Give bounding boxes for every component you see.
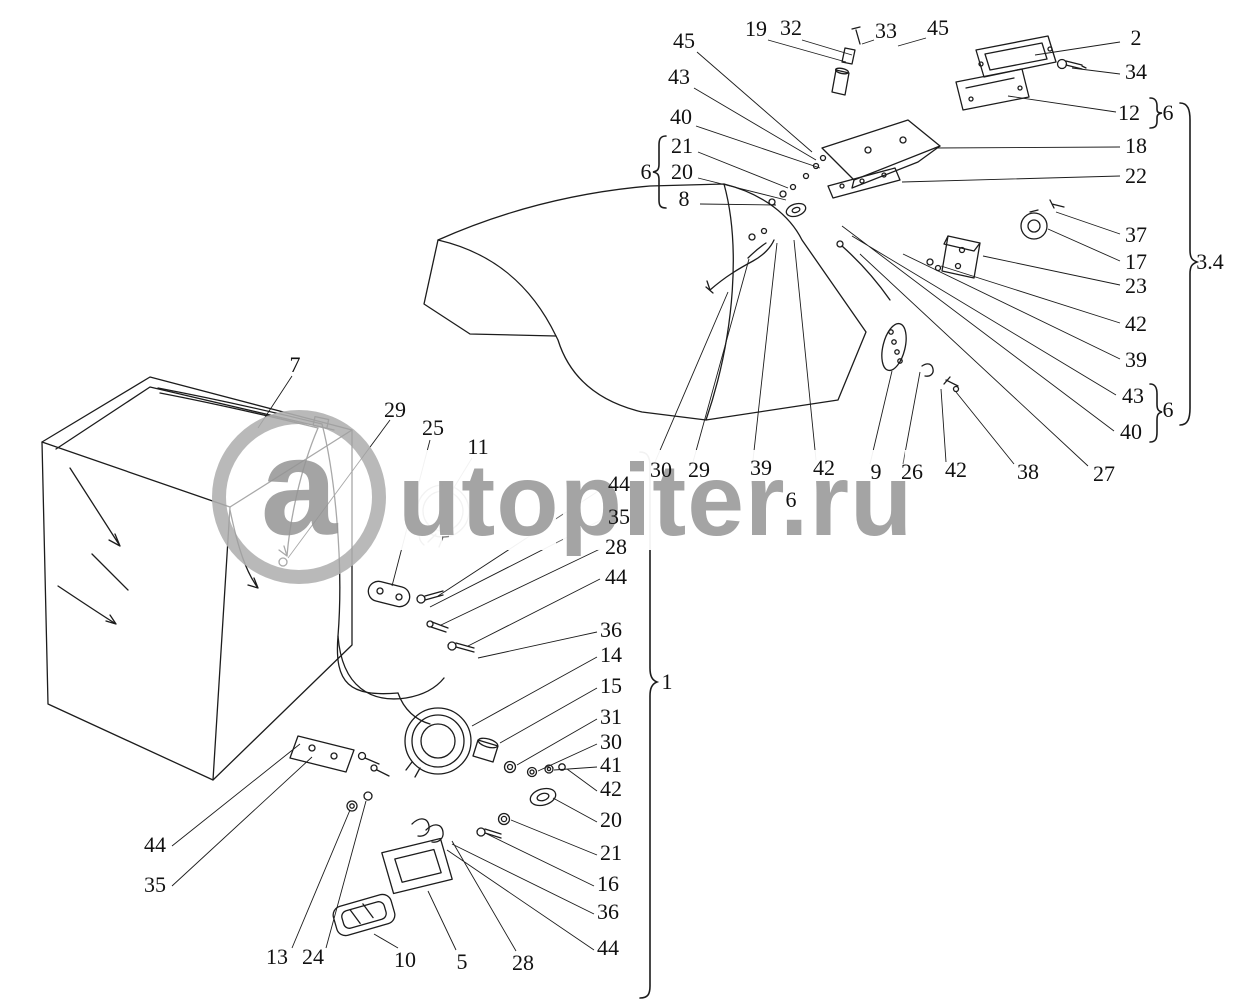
callout-40: 40 [1120,419,1142,444]
callout-44: 44 [597,935,619,960]
watermark-logo-circle: a [212,410,386,584]
callout-14: 14 [600,642,622,667]
callout-18: 18 [1125,133,1147,158]
callout-9: 9 [870,459,882,484]
callout-3.4: 3.4 [1196,249,1224,274]
callout-13: 13 [266,944,288,969]
callout-24: 24 [302,944,324,969]
callout-34: 34 [1125,59,1147,84]
callout-38: 38 [1017,459,1039,484]
callout-42: 42 [945,457,967,482]
callout-43: 43 [1122,383,1144,408]
callout-45: 45 [673,28,695,53]
callout-31: 31 [600,704,622,729]
callout-30: 30 [650,457,672,482]
callout-43: 43 [668,64,690,89]
callout-21: 21 [671,133,693,158]
callout-41: 41 [600,752,622,777]
callout-23: 23 [1125,273,1147,298]
callout-35: 35 [144,872,166,897]
callout-36: 36 [600,617,622,642]
callout-37: 37 [1125,222,1147,247]
callout-39: 39 [1125,347,1147,372]
callout-2: 2 [1130,25,1142,50]
callout-39: 39 [750,455,772,480]
callout-27: 27 [1093,461,1115,486]
cab-box [41,376,353,781]
callout-30: 30 [600,729,622,754]
callout-28: 28 [605,534,627,559]
callout-25: 25 [422,415,444,440]
callout-29: 29 [688,457,710,482]
callout-45: 45 [927,15,949,40]
callout-5: 5 [456,949,468,974]
callout-17: 17 [1125,249,1147,274]
callout-22: 22 [1125,163,1147,188]
callout-11: 11 [467,434,489,459]
callout-19: 19 [745,16,767,41]
callout-42: 42 [813,455,835,480]
callout-33: 33 [875,18,897,43]
callout-15: 15 [600,673,622,698]
callout-44: 44 [144,832,166,857]
callout-44: 44 [608,471,630,496]
fender [423,183,867,421]
callout-26: 26 [901,459,923,484]
callout-42: 42 [600,776,622,801]
callout-16: 16 [597,871,619,896]
callout-10: 10 [394,947,416,972]
callout-6: 6 [640,159,652,184]
callout-44: 44 [605,564,627,589]
watermark-text: utopiter.ru [392,449,920,551]
callout-35: 35 [608,504,630,529]
watermark-logo-letter: a [260,410,338,564]
callout-6: 6 [1162,397,1174,422]
callout-1: 1 [661,669,673,694]
callout-8: 8 [678,186,690,211]
callout-12: 12 [1118,100,1140,125]
callout-20: 20 [600,807,622,832]
lamp-housing [975,35,1057,78]
callout-40: 40 [670,104,692,129]
callout-36: 36 [597,899,619,924]
callout-20: 20 [671,159,693,184]
callout-28: 28 [512,950,534,975]
callout-6: 6 [785,487,797,512]
callout-6: 6 [1162,100,1174,125]
callout-29: 29 [384,397,406,422]
callout-7: 7 [289,352,301,377]
callout-42: 42 [1125,311,1147,336]
callout-21: 21 [600,840,622,865]
callout-32: 32 [780,15,802,40]
